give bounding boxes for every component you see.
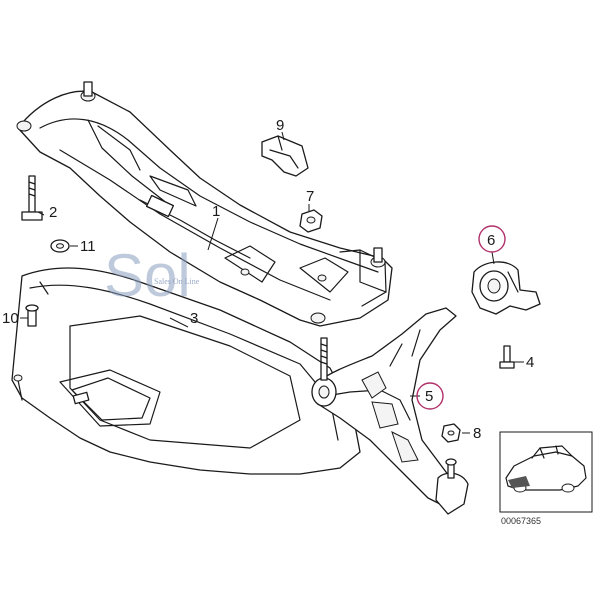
bolt-part-2 xyxy=(21,175,43,221)
callout-11: 11 xyxy=(80,238,96,255)
callout-10: 10 xyxy=(2,310,19,327)
callout-7: 7 xyxy=(306,188,314,205)
callout-6-ring xyxy=(478,225,506,253)
watermark: Sol Sales On Line xyxy=(104,242,200,309)
drawing-number: 00067365 xyxy=(501,516,541,526)
callout-1: 1 xyxy=(212,203,220,220)
bolt-part-4 xyxy=(499,345,515,369)
callout-2: 2 xyxy=(49,204,57,221)
watermark-logo: Sol xyxy=(104,242,191,309)
callout-3: 3 xyxy=(190,310,198,327)
washer-part-11 xyxy=(50,239,70,253)
bracket-part-9 xyxy=(261,135,309,177)
underbody-shield-part-3 xyxy=(11,267,361,475)
bolt-part-10 xyxy=(25,304,39,327)
callout-8: 8 xyxy=(473,425,481,442)
nut-part-8 xyxy=(441,423,461,443)
nut-part-7 xyxy=(299,209,323,233)
car-thumbnail xyxy=(499,431,593,513)
front-subframe xyxy=(16,81,393,327)
callout-5-ring xyxy=(416,382,444,410)
callout-6: 6 xyxy=(487,232,495,249)
callout-5: 5 xyxy=(425,388,433,405)
bushing-part-6 xyxy=(471,261,541,315)
callouts: 1 2 3 4 5 6 7 8 9 10 11 xyxy=(2,117,534,442)
leader-lines xyxy=(20,131,524,434)
callout-4: 4 xyxy=(526,354,534,371)
control-arm-part-5 xyxy=(311,307,469,515)
watermark-tagline: Sales On Line xyxy=(154,277,200,286)
callout-9: 9 xyxy=(276,117,284,134)
